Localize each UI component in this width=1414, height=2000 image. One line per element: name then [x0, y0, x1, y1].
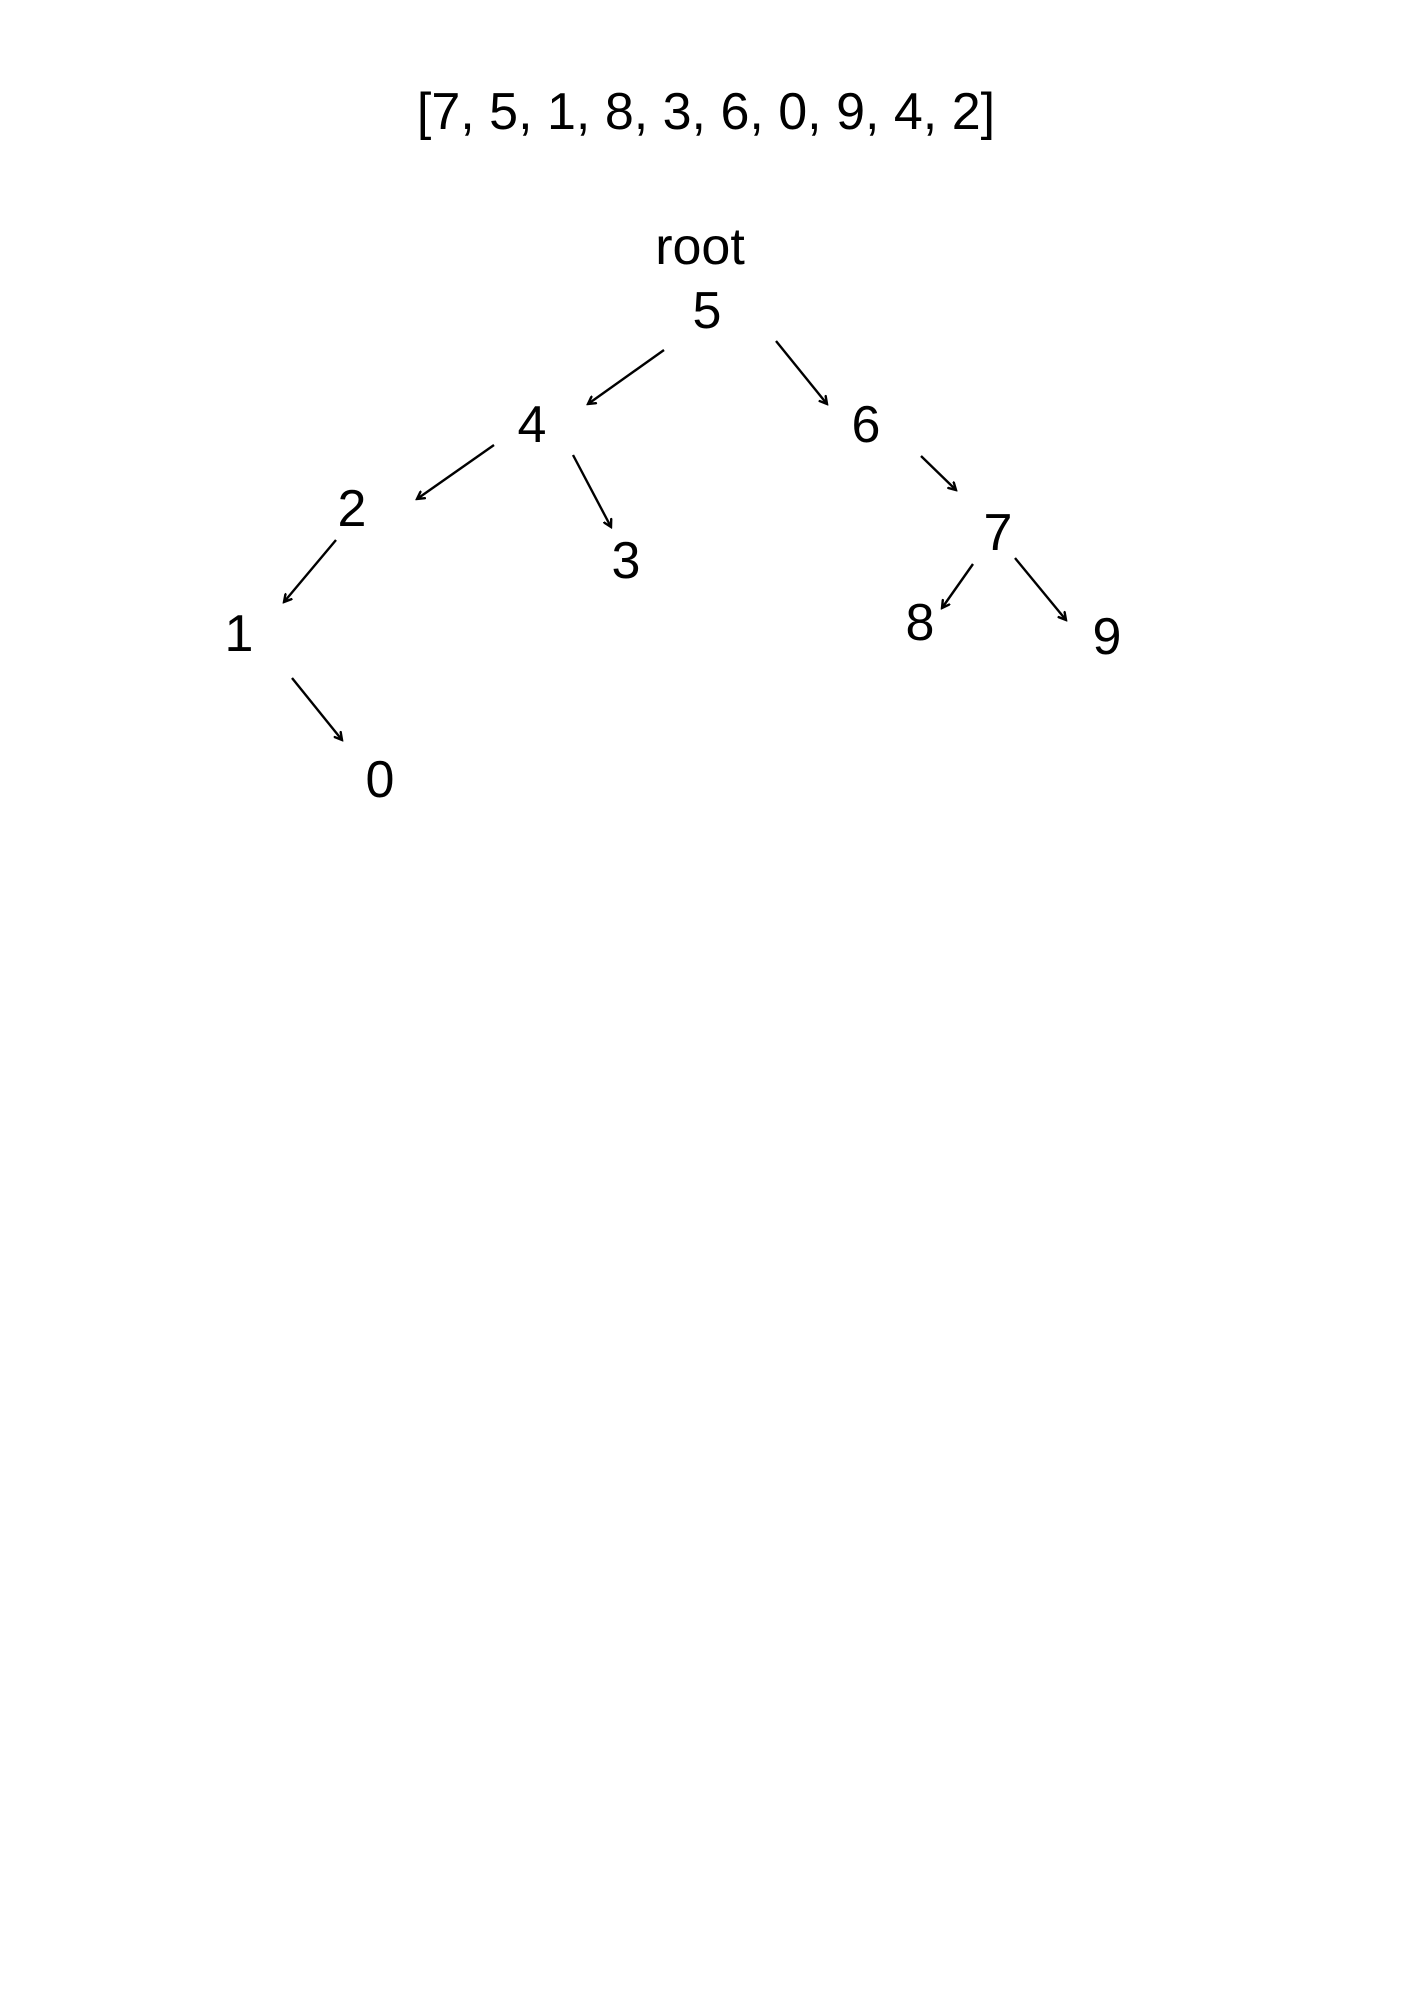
edge-arrow-7-to-9 — [1014, 557, 1066, 620]
edge-arrow-6-to-7 — [920, 455, 956, 490]
edge-arrow-5-to-6 — [775, 340, 827, 404]
tree-node-3: 3 — [611, 532, 641, 590]
edge-arrow-7-to-8 — [942, 563, 974, 608]
array-title: [7, 5, 1, 8, 3, 6, 0, 9, 4, 2] — [416, 83, 996, 141]
tree-node-9: 9 — [1092, 608, 1122, 666]
tree-node-8: 8 — [905, 594, 935, 652]
tree-node-5: 5 — [692, 282, 722, 340]
tree-node-4: 4 — [517, 396, 547, 454]
tree-node-1: 1 — [224, 605, 254, 663]
tree-node-2: 2 — [337, 480, 367, 538]
root-label: root — [655, 218, 745, 276]
tree-node-6: 6 — [851, 396, 881, 454]
edge-arrow-2-to-1 — [284, 539, 337, 602]
tree-node-0: 0 — [365, 751, 395, 809]
edge-arrow-1-to-0 — [291, 677, 342, 740]
edge-arrow-5-to-4 — [588, 349, 665, 404]
tree-node-7: 7 — [983, 504, 1013, 562]
edge-arrow-4-to-3 — [571, 454, 611, 527]
edge-arrow-4-to-2 — [417, 444, 495, 499]
